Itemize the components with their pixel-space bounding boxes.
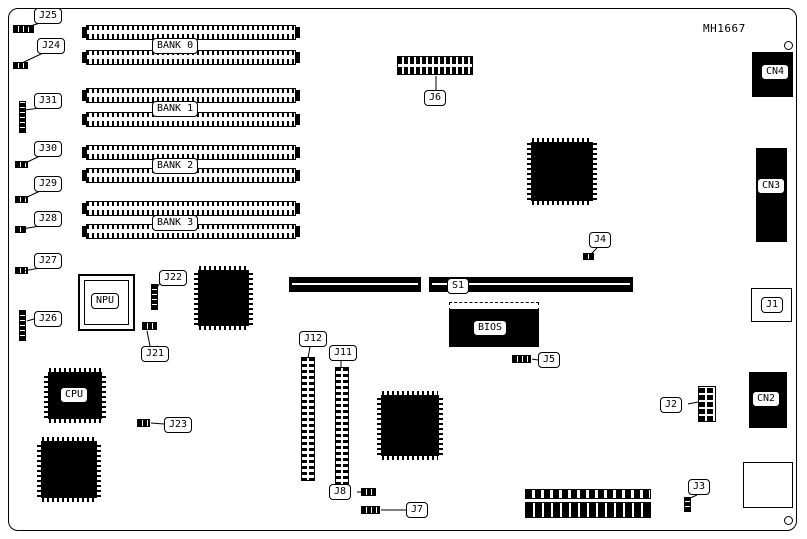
connector-j6 <box>397 56 473 75</box>
connector-j21 <box>142 322 157 330</box>
connector-j3 <box>684 497 691 512</box>
callout-j30: J30 <box>34 141 63 157</box>
callout-j27: J27 <box>34 253 63 269</box>
simm-socket-bank3-row1 <box>82 201 300 216</box>
part-number: MH1667 <box>703 22 746 35</box>
connector-j7 <box>361 506 380 514</box>
mounting-hole-top-right <box>784 41 793 50</box>
connector-j23 <box>137 419 150 427</box>
connector-j28 <box>15 226 26 233</box>
callout-j23: J23 <box>164 417 193 433</box>
connector-j26 <box>19 310 26 341</box>
callout-j21: J21 <box>141 346 170 362</box>
connector-j29 <box>15 196 28 203</box>
callout-j26: J26 <box>34 311 63 327</box>
callout-s1: S1 <box>447 278 470 294</box>
connector-j22 <box>151 284 158 310</box>
callout-j29: J29 <box>34 176 63 192</box>
callout-j5: J5 <box>538 352 561 368</box>
connector-j8 <box>361 488 376 496</box>
callout-j8: J8 <box>329 484 352 500</box>
ic-chip-upper-left <box>194 266 253 330</box>
connector-j4 <box>583 253 594 260</box>
callout-j4: J4 <box>589 232 612 248</box>
connector-j24 <box>13 62 28 69</box>
callout-npu: NPU <box>91 293 120 309</box>
bottom-right-connector <box>743 462 793 508</box>
connector-j30 <box>15 161 28 168</box>
ic-chip-center <box>377 391 443 460</box>
callout-j7: J7 <box>406 502 429 518</box>
callout-bios: BIOS <box>473 320 508 336</box>
ic-chip-upper-right <box>527 138 597 205</box>
callout-j22: J22 <box>159 270 188 286</box>
ic-chip-lower-left <box>37 437 101 502</box>
callout-j11: J11 <box>329 345 358 361</box>
callout-j31: J31 <box>34 93 63 109</box>
callout-j6: J6 <box>424 90 447 106</box>
callout-j12: J12 <box>299 331 328 347</box>
callout-j28: J28 <box>34 211 63 227</box>
s1-bar-left <box>289 277 421 292</box>
connector-j25 <box>13 25 34 33</box>
callout-bank2: BANK 2 <box>152 158 199 174</box>
callout-j25: J25 <box>34 8 63 24</box>
callout-cn4: CN4 <box>761 64 790 80</box>
connector-j2 <box>698 386 716 422</box>
cn3-connector <box>756 148 787 242</box>
connector-j31 <box>19 101 26 133</box>
mounting-hole-bottom-right <box>784 516 793 525</box>
bottom-pin-row-upper <box>525 489 651 499</box>
connector-j12 <box>301 357 315 481</box>
callout-j3: J3 <box>688 479 711 495</box>
callout-cn2: CN2 <box>752 391 781 407</box>
callout-bank1: BANK 1 <box>152 101 199 117</box>
s1-bar-right <box>429 277 633 292</box>
callout-cn3: CN3 <box>757 178 786 194</box>
connector-j5 <box>512 355 531 363</box>
callout-bank0: BANK 0 <box>152 38 199 54</box>
board-outline <box>8 8 797 531</box>
callout-cpu: CPU <box>60 387 89 403</box>
bottom-pin-row-lower <box>525 502 651 518</box>
connector-j11 <box>335 367 349 491</box>
callout-j2: J2 <box>660 397 683 413</box>
callout-j24: J24 <box>37 38 66 54</box>
callout-j1: J1 <box>761 297 784 313</box>
connector-j27 <box>15 267 28 274</box>
callout-bank3: BANK 3 <box>152 215 199 231</box>
